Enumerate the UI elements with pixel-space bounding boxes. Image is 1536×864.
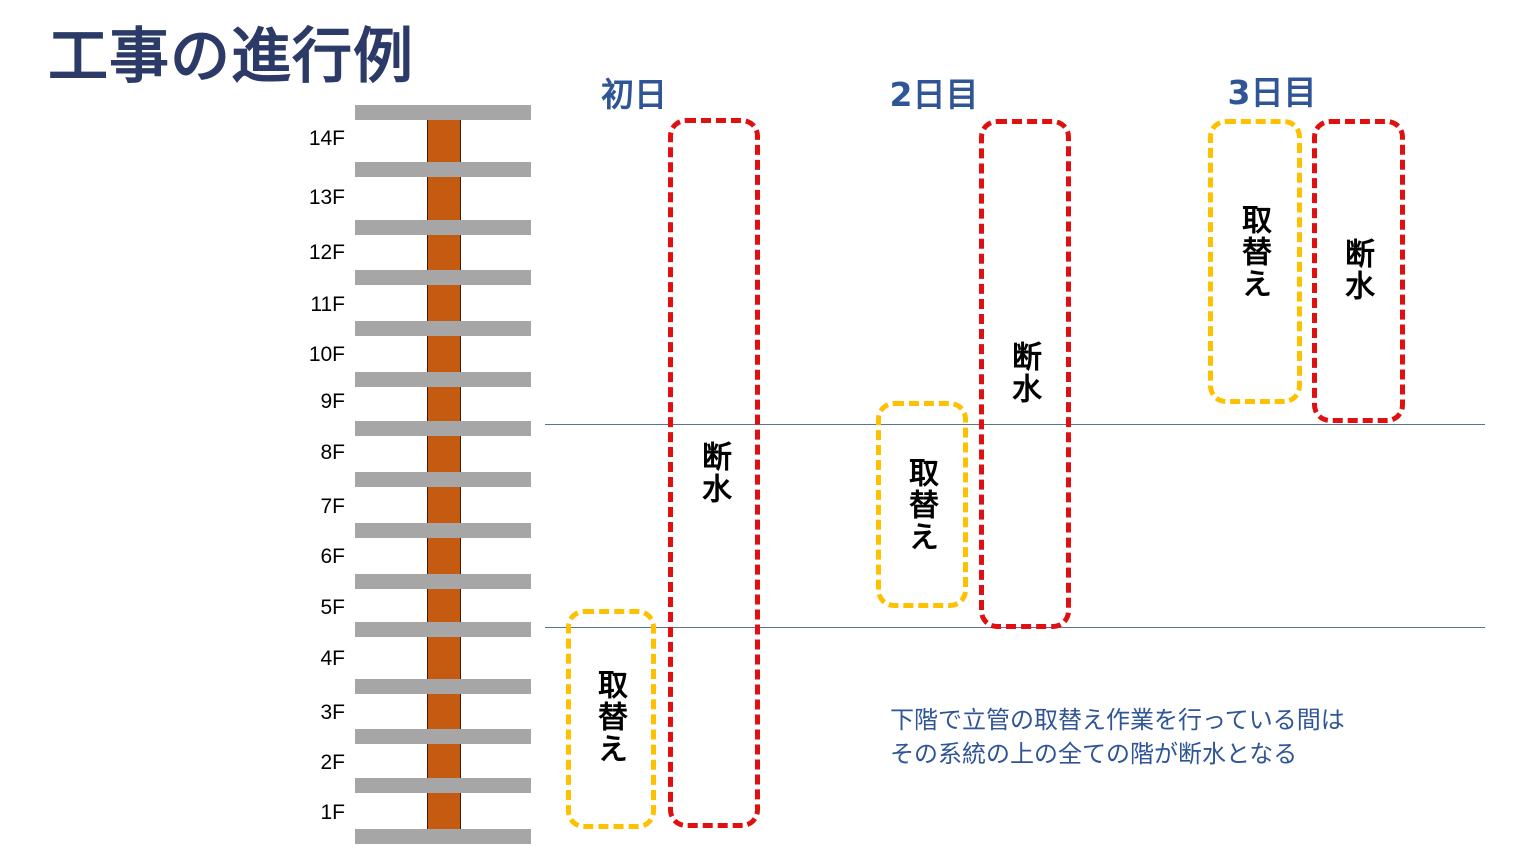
floor-slab <box>355 220 531 235</box>
floor-label-4f: 4F <box>320 647 345 670</box>
floor-slab <box>355 162 531 177</box>
floor-slab <box>355 321 531 336</box>
floor-slab <box>355 372 531 387</box>
floor-label-12f: 12F <box>308 241 345 264</box>
day-header-3: 3日目 <box>1227 73 1317 112</box>
explanation-line-2: その系統の上の全ての階が断水となる <box>890 740 1298 768</box>
day1-shutoff-box <box>668 118 760 828</box>
floor-label-7f: 7F <box>320 495 345 518</box>
day3-replacement-label: 取替え <box>1236 204 1271 300</box>
divider-line-upper <box>545 424 1485 425</box>
floor-slab <box>355 729 531 744</box>
day2-replacement-box <box>876 401 968 608</box>
floor-label-8f: 8F <box>320 441 345 464</box>
floor-label-2f: 2F <box>320 751 345 774</box>
day2-shutoff-box <box>979 119 1071 629</box>
page-title: 工事の進行例 <box>48 22 414 92</box>
day2-replacement-label: 取替え <box>903 457 938 553</box>
explanation-line-1: 下階で立管の取替え作業を行っている間は <box>890 706 1345 734</box>
explanation-note: 下階で立管の取替え作業を行っている間は その系統の上の全ての階が断水となる <box>890 703 1345 771</box>
floor-slab <box>355 679 531 694</box>
floor-label-6f: 6F <box>320 545 345 568</box>
day1-replacement-box <box>566 609 656 829</box>
floor-label-3f: 3F <box>320 701 345 724</box>
day3-replacement-box <box>1208 119 1302 404</box>
floor-slab <box>355 523 531 538</box>
floor-slab <box>355 105 531 120</box>
floor-label-9f: 9F <box>320 390 345 413</box>
day2-shutoff-label: 断水 <box>1006 341 1041 405</box>
floor-label-1f: 1F <box>320 801 345 824</box>
floor-slab <box>355 472 531 487</box>
floor-label-14f: 14F <box>308 127 345 150</box>
floor-slab <box>355 421 531 436</box>
day3-shutoff-label: 断水 <box>1339 238 1374 302</box>
floor-label-5f: 5F <box>320 596 345 619</box>
floor-slab <box>355 829 531 844</box>
floor-label-11f: 11F <box>310 293 345 316</box>
floor-slab <box>355 778 531 793</box>
day-header-1: 初日 <box>601 75 667 114</box>
floor-slab <box>355 270 531 285</box>
day1-replacement-label: 取替え <box>592 669 627 765</box>
floor-label-10f: 10F <box>308 343 345 366</box>
floor-slab <box>355 574 531 589</box>
floor-slab <box>355 622 531 637</box>
day1-shutoff-label: 断水 <box>696 441 731 505</box>
floor-label-13f: 13F <box>308 186 345 209</box>
day3-shutoff-box <box>1312 119 1405 423</box>
day-header-2: 2日目 <box>889 75 979 114</box>
